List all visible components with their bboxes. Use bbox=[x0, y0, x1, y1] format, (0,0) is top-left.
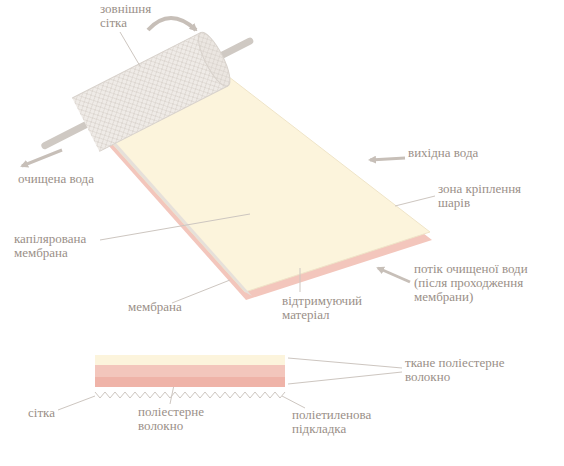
part-label: зовнішня сітка bbox=[100, 2, 170, 30]
flow-arrow bbox=[378, 268, 410, 282]
leader-lines bbox=[58, 32, 435, 410]
part-label: зона кріплення шарів bbox=[438, 182, 553, 210]
part-label: поліетиленова підкладка bbox=[292, 408, 402, 436]
part-label: ткане поліестерне волокно bbox=[405, 356, 525, 384]
mesh-zigzag bbox=[95, 392, 285, 398]
membrane-layer bbox=[95, 355, 285, 365]
part-label: вихідна вода bbox=[408, 146, 518, 160]
mesh-edge bbox=[100, 130, 252, 296]
part-label: відтримуючий матеріал bbox=[282, 294, 392, 322]
part-label: потік очищеної води (після проходження м… bbox=[414, 262, 556, 304]
part-label: сітка bbox=[28, 406, 88, 420]
part-label: очищена вода bbox=[18, 172, 128, 186]
part-label: поліестерне волокно bbox=[138, 405, 228, 433]
part-label: капілярована мембрана bbox=[14, 232, 114, 260]
flow-arrow bbox=[370, 158, 405, 160]
rotation-arrow bbox=[148, 18, 196, 30]
fiber-layer bbox=[95, 365, 285, 377]
flow-arrow bbox=[22, 150, 62, 166]
backing-layer bbox=[95, 377, 285, 387]
roller bbox=[31, 14, 263, 172]
part-label: мембрана bbox=[128, 300, 208, 314]
